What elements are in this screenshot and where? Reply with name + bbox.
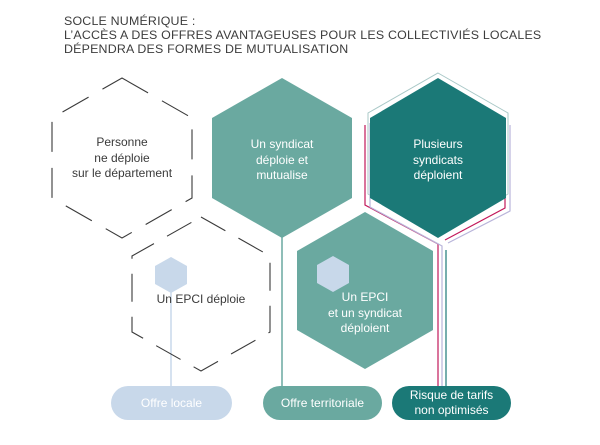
label-epci-syndicat-line-2: et un syndicat — [327, 305, 403, 320]
label-personne-line-3: sur le département — [71, 166, 173, 180]
label-syndicat: Un syndicat déploie et mutualise — [212, 137, 352, 184]
pill-offre-territoriale-label: Offre territoriale — [280, 395, 365, 410]
hex-personne — [51, 77, 193, 239]
label-plusieurs: Plusieurs syndicats déploient — [370, 137, 506, 184]
label-personne-line-1: Personne — [96, 135, 148, 149]
pill-offre-territoriale: Offre territoriale — [263, 386, 382, 420]
label-plusieurs-line-2: syndicats — [412, 152, 464, 167]
label-personne-line-2: ne déploie — [94, 150, 150, 165]
label-syndicat-line-1: Un syndicat — [250, 137, 314, 151]
label-epci: Un EPCI déploie — [132, 292, 270, 308]
hex-epci — [131, 216, 271, 372]
diagram-title: SOCLE NUMÉRIQUE : L’ACCÈS A DES OFFRES A… — [64, 14, 584, 56]
title-line-2: L’ACCÈS A DES OFFRES AVANTAGEUSES POUR L… — [64, 28, 542, 42]
label-personne: Personne ne déploie sur le département — [52, 135, 192, 182]
label-epci-syndicat-line-3: déploient — [340, 321, 390, 335]
pill-offre-locale-bg — [111, 386, 232, 420]
title-line-3: DÉPENDRA DES FORMES DE MUTUALISATION — [64, 42, 349, 56]
label-plusieurs-line-1: Plusieurs — [413, 137, 463, 151]
label-epci-line-1: Un EPCI déploie — [156, 292, 246, 306]
hex-syndicat — [212, 78, 352, 238]
pill-risque-bg — [392, 386, 511, 420]
label-epci-syndicat: Un EPCI et un syndicat déploient — [310, 290, 420, 337]
small-hex-epci — [155, 257, 187, 293]
pill-offre-locale-label: Offre locale — [140, 395, 203, 410]
pill-risque-label-2: non optimisés — [414, 403, 489, 417]
small-hex-epci-syndicat — [317, 256, 349, 292]
label-plusieurs-line-3: déploient — [413, 168, 463, 182]
label-syndicat-line-2: déploie et — [255, 152, 309, 167]
strand-lavender-right — [447, 125, 511, 244]
hex-epci-syndicat — [297, 212, 433, 369]
hex-plusieurs — [370, 78, 506, 238]
title-line-1: SOCLE NUMÉRIQUE : — [64, 14, 196, 28]
pill-risque: Risque de tarifs non optimisés — [392, 386, 511, 420]
pill-offre-territoriale-bg — [263, 386, 382, 420]
label-syndicat-line-3: mutualise — [256, 168, 308, 182]
label-epci-syndicat-line-1: Un EPCI — [341, 290, 389, 304]
pill-risque-label-1: Risque de tarifs — [409, 388, 494, 402]
pill-offre-locale: Offre locale — [111, 386, 232, 420]
